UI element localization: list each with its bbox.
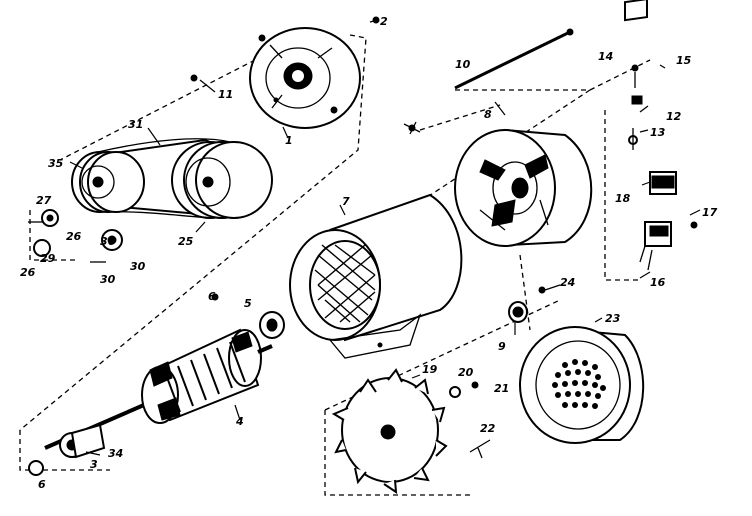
capacitor-and-switch <box>639 171 698 271</box>
label-30: 30 <box>100 273 116 286</box>
label-20: 20 <box>458 366 474 379</box>
label-14: 14 <box>598 50 613 63</box>
label-30b: 30 <box>130 260 146 273</box>
left-small-hardware <box>28 16 380 263</box>
label-2: 2 <box>380 15 388 28</box>
label-16: 16 <box>650 276 666 289</box>
label-27: 27 <box>36 194 52 207</box>
label-24: 24 <box>560 276 575 289</box>
label-9: 9 <box>498 340 506 353</box>
label-26-lower: 26 <box>20 266 36 279</box>
armature-part <box>28 328 273 476</box>
label-25: 25 <box>178 235 194 248</box>
label-18: 18 <box>615 192 631 205</box>
label-8: 8 <box>484 108 492 121</box>
housing-shell-part <box>289 193 463 359</box>
end-bell-part <box>249 27 361 129</box>
label-35: 35 <box>48 157 64 170</box>
rod-part <box>454 28 574 90</box>
label-6-bottom: 6 <box>38 478 46 491</box>
label-3: 3 <box>90 458 98 471</box>
label-19: 19 <box>422 363 438 376</box>
label-31: 31 <box>128 118 143 131</box>
part-labels: 1 2 11 31 35 27 26 36 29 26 30 30 25 7 1… <box>20 15 718 491</box>
label-15: 15 <box>676 54 692 67</box>
label-10: 10 <box>455 58 471 71</box>
label-21: 21 <box>494 382 509 395</box>
switch-group-top-right <box>624 0 648 150</box>
label-6-top: 6 <box>208 290 216 303</box>
label-7: 7 <box>342 195 350 208</box>
label-12: 12 <box>666 110 682 123</box>
bearings-and-washers <box>211 286 546 339</box>
label-23: 23 <box>605 312 621 325</box>
label-34: 34 <box>108 447 123 460</box>
fan-part <box>331 368 491 494</box>
label-22: 22 <box>480 422 496 435</box>
label-17: 17 <box>702 206 718 219</box>
label-1: 1 <box>285 134 293 147</box>
label-36: 36 <box>100 235 116 248</box>
label-29: 29 <box>40 252 56 265</box>
label-4: 4 <box>235 415 244 428</box>
label-5-top: 5 <box>244 297 252 310</box>
fan-cover-part <box>519 326 645 444</box>
leader-lines <box>69 19 701 456</box>
label-11: 11 <box>218 88 233 101</box>
label-26: 26 <box>66 230 82 243</box>
belt-and-pulleys <box>71 138 273 219</box>
end-frame-part <box>403 121 593 247</box>
label-13: 13 <box>650 126 666 139</box>
